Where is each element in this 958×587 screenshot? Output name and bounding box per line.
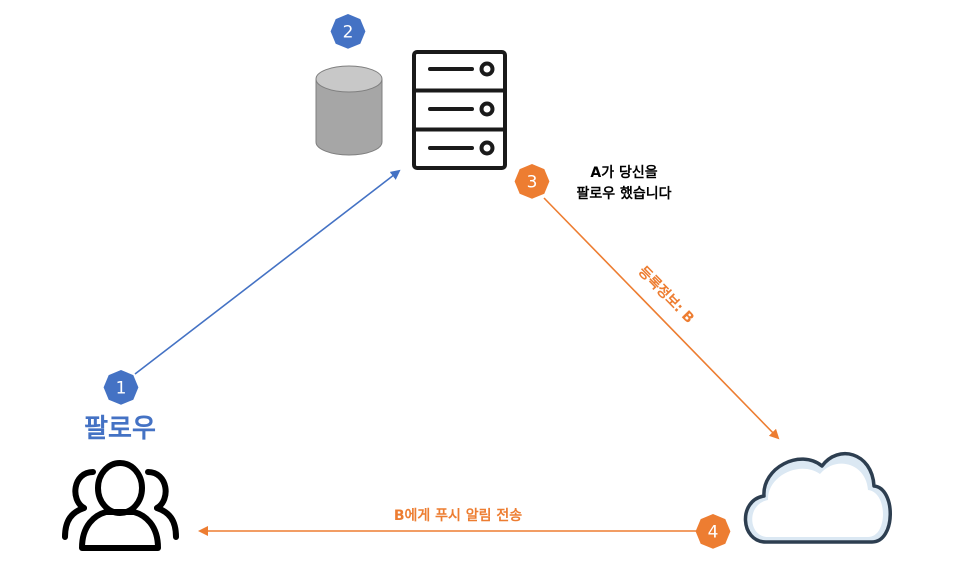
server-icon [412, 50, 507, 170]
message-line-1: A가 당신을 [590, 164, 657, 181]
step-3-label: 3 [527, 173, 538, 193]
step-2-label: 2 [343, 23, 354, 43]
message-line-2: 팔로우 했습니다 [576, 185, 671, 202]
step-4-label: 4 [708, 523, 719, 543]
step-1-label: 1 [116, 379, 127, 399]
step-2-badge: 2 [330, 14, 366, 49]
follow-label: 팔로우 [84, 414, 156, 444]
follow-arrow [134, 169, 401, 375]
database-icon [315, 65, 383, 156]
step-3-badge: 3 [514, 164, 550, 199]
cloud-icon [743, 451, 892, 544]
user-group-icon [62, 460, 179, 551]
registration-arrow [543, 197, 780, 440]
step-4-badge: 4 [695, 514, 731, 549]
push-label: B에게 푸시 알림 전송 [394, 507, 522, 524]
registration-label: 등록정보: B [635, 263, 698, 327]
step-1-badge: 1 [103, 370, 139, 405]
